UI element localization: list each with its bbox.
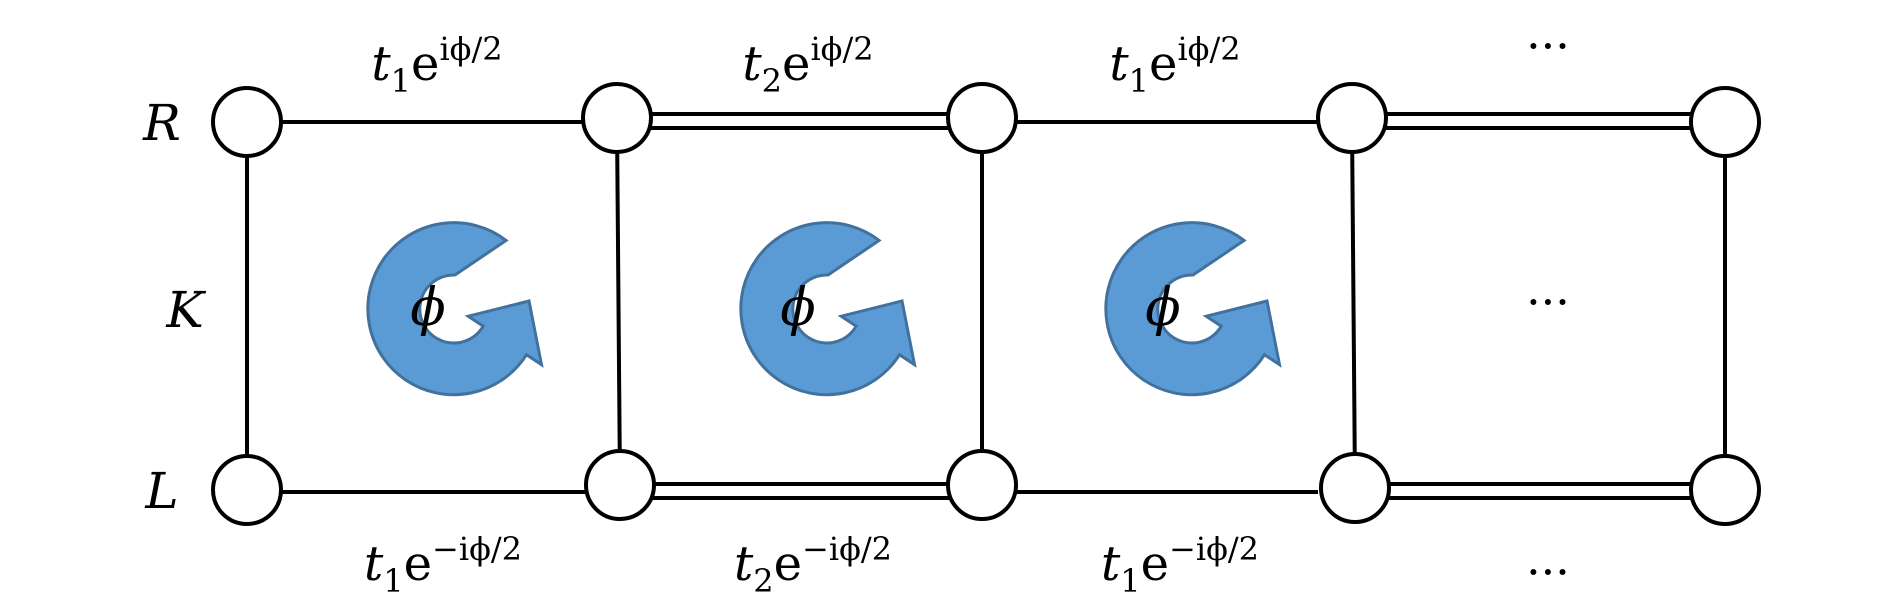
- ellipsis-middle: ···: [1526, 275, 1570, 329]
- site-R-2: [581, 82, 653, 154]
- rung-4: [1350, 124, 1357, 486]
- site-R-3: [946, 82, 1018, 154]
- ellipsis-top: ···: [1526, 19, 1570, 73]
- flux-label-1: ϕ: [410, 278, 445, 338]
- bottom-hop-label-1: t1e−iϕ/2: [364, 530, 522, 600]
- top-hop-label-3: t1eiϕ/2: [1109, 30, 1240, 100]
- top-hop-label-1: t1eiϕ/2: [371, 30, 502, 100]
- site-R-1: [211, 86, 283, 158]
- site-L-1: [211, 454, 283, 526]
- bottom-hop-label-2: t2e−iϕ/2: [734, 530, 892, 600]
- site-R-5: [1689, 86, 1761, 158]
- flux-arrow-1-icon: [366, 221, 543, 397]
- ladder-edges: [245, 112, 1727, 500]
- site-L-3: [946, 449, 1018, 521]
- bottom-hop-label-3: t1e−iϕ/2: [1101, 530, 1259, 600]
- rung-2: [615, 124, 622, 486]
- flux-arrow-2-icon: [739, 221, 916, 397]
- row-label-R: R: [142, 94, 181, 152]
- row-label-K: K: [165, 281, 206, 339]
- site-L-5: [1689, 454, 1761, 526]
- top-hop-label-2: t2eiϕ/2: [742, 30, 873, 100]
- lattice-sites: [211, 82, 1761, 526]
- row-label-L: L: [144, 462, 178, 520]
- site-L-4: [1319, 452, 1391, 524]
- site-R-4: [1316, 82, 1388, 154]
- ellipsis-bottom: ···: [1526, 545, 1570, 599]
- site-L-2: [584, 449, 656, 521]
- flux-label-2: ϕ: [780, 278, 815, 338]
- flux-arrow-3-icon: [1104, 221, 1281, 397]
- flux-label-3: ϕ: [1145, 278, 1180, 338]
